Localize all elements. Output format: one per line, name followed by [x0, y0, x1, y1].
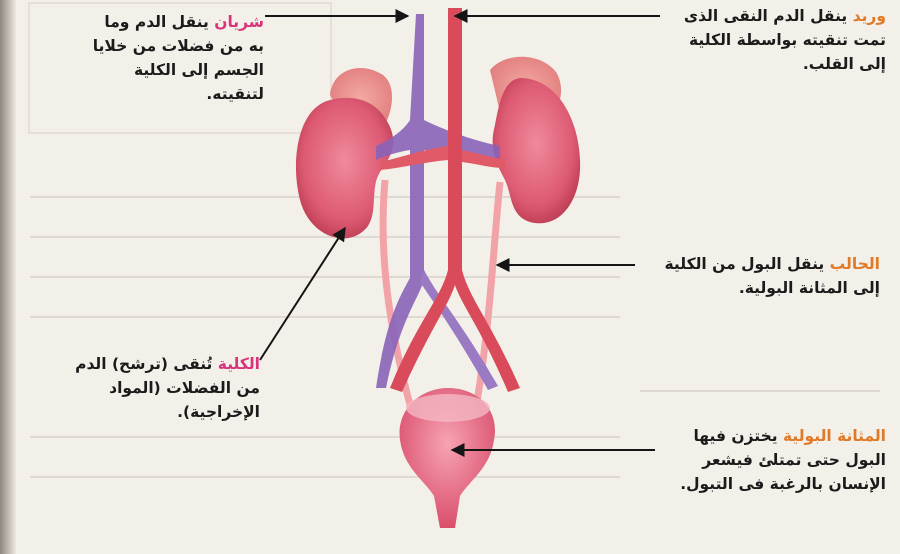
term-vein: وريد [853, 7, 886, 25]
label-bladder: المثانة البولية يختزن فيها البول حتى تمت… [660, 424, 886, 496]
term-ureter: الحالب [830, 255, 880, 273]
bladder-rim [406, 394, 490, 422]
label-ureter: الحالب ينقل البول من الكلية إلى المثانة … [640, 252, 880, 300]
kidney-pointer [260, 228, 345, 360]
label-artery: شريان ينقل الدم وما به من فضلات من خلايا… [88, 10, 264, 106]
term-artery: شريان [214, 13, 264, 31]
term-bladder: المثانة البولية [783, 427, 886, 445]
label-kidney: الكلية تُنقى (ترشح) الدم من الفضلات (الم… [60, 352, 260, 424]
kidney-left [296, 98, 393, 239]
kidney-right [493, 78, 581, 223]
term-kidney: الكلية [218, 355, 260, 373]
label-vein: وريد ينقل الدم النقى الذى تمت تنقيته بوا… [668, 4, 886, 76]
